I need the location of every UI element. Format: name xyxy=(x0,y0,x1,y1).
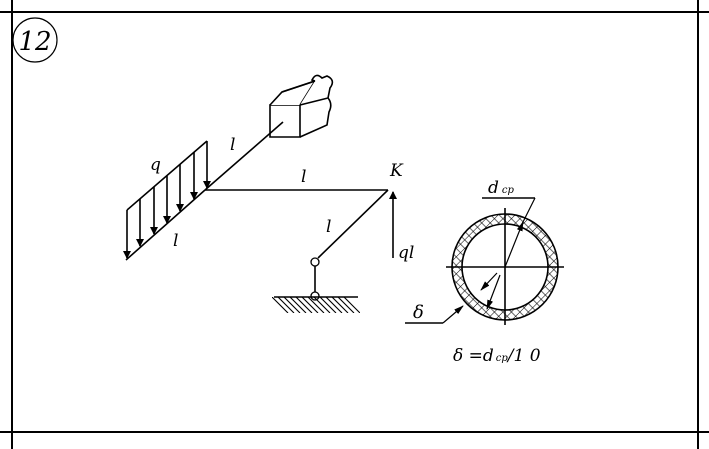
distributed-load xyxy=(123,140,211,261)
problem-number-badge: 12 xyxy=(12,17,58,63)
label-length-diag: l xyxy=(326,217,331,237)
label-q: q xyxy=(150,155,161,175)
label-length-top: l xyxy=(230,135,235,155)
label-force-ql: ql xyxy=(398,243,414,263)
label-length-middle: l xyxy=(301,167,306,187)
problem-number: 12 xyxy=(18,27,51,57)
tube-cross-section xyxy=(405,197,564,325)
beam-frame xyxy=(204,121,389,292)
label-length-load: l xyxy=(173,231,178,251)
fixed-support xyxy=(269,74,334,138)
label-point-k: K xyxy=(389,161,404,181)
pinned-support xyxy=(272,257,360,313)
label-thickness: δ xyxy=(413,302,424,323)
